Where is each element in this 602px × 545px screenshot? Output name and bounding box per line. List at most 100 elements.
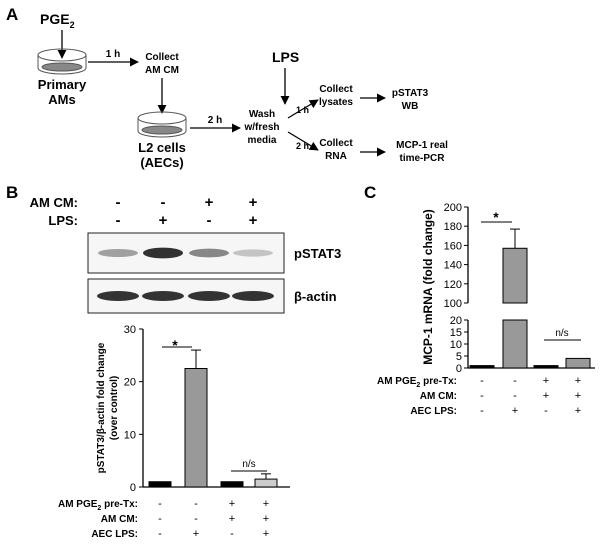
cond-c-row-label: AEC LPS: bbox=[410, 406, 457, 417]
wash-line3: media bbox=[248, 135, 277, 146]
cond-c-row-label: AM PGE2 pre-Tx: bbox=[377, 376, 457, 389]
condition-table-b: AM PGE2 pre-Tx:--++AM CM:--++AEC LPS:-+-… bbox=[58, 498, 269, 540]
cond-c-row-label: AM CM: bbox=[420, 391, 457, 402]
primary-label: Primary bbox=[38, 77, 87, 92]
cond-c-sign: + bbox=[575, 375, 581, 387]
bar-upper-c bbox=[502, 247, 528, 304]
bar-b bbox=[148, 481, 172, 488]
cond-b-row-label: AM PGE2 pre-Tx: bbox=[58, 499, 138, 512]
y-tick-label-lower-c: 20 bbox=[450, 315, 462, 327]
cond-b-sign: - bbox=[158, 513, 162, 525]
significance-star-c: * bbox=[493, 209, 499, 225]
time-1h-a: 1 h bbox=[106, 49, 120, 60]
blot-condition-signs: --++-+-+ bbox=[116, 194, 258, 229]
bar-b bbox=[220, 481, 244, 488]
pstat3-band bbox=[189, 248, 229, 258]
actin-band bbox=[188, 291, 230, 301]
cond-b-sign: + bbox=[263, 528, 269, 540]
cond-b-sign: - bbox=[194, 498, 198, 510]
pstat3-blot bbox=[87, 232, 285, 274]
collect-amcm-line1: Collect bbox=[145, 52, 179, 63]
cond-c-sign: + bbox=[575, 405, 581, 417]
pstat3-wb-line2: WB bbox=[402, 101, 419, 112]
y-tick-label-b: 30 bbox=[124, 324, 136, 336]
condition-table-c: AM PGE2 pre-Tx:--++AM CM:--++AEC LPS:-+-… bbox=[377, 375, 581, 417]
pge2-label: PGE2 bbox=[40, 11, 75, 30]
cond-c-sign: + bbox=[512, 405, 518, 417]
actin-band bbox=[232, 291, 274, 301]
bar-c bbox=[533, 365, 559, 369]
cond-c-sign: - bbox=[480, 390, 484, 402]
blot-amcm-sign: + bbox=[205, 194, 214, 211]
cond-b-sign: - bbox=[230, 528, 234, 540]
cond-b-sign: + bbox=[193, 528, 199, 540]
cond-b-sign: + bbox=[229, 498, 235, 510]
panel-c-letter: C bbox=[364, 183, 376, 202]
y-tick-label-upper-c: 120 bbox=[444, 279, 462, 291]
pstat3-bands bbox=[98, 247, 273, 259]
bar-b bbox=[254, 478, 278, 488]
y-tick-label-upper-c: 180 bbox=[444, 221, 462, 233]
cond-b-row-label: AM CM: bbox=[101, 514, 138, 525]
cond-b-row-label: AEC LPS: bbox=[91, 529, 138, 540]
cond-b-sign: - bbox=[194, 513, 198, 525]
cond-b-sign: + bbox=[229, 513, 235, 525]
collect-lysates-line2: lysates bbox=[319, 97, 353, 108]
y-tick-label-b: 20 bbox=[124, 377, 136, 389]
wash-line1: Wash bbox=[249, 109, 275, 120]
y-tick-label-lower-c: 5 bbox=[456, 351, 462, 363]
blot-amcm-sign: - bbox=[116, 194, 121, 211]
y-tick-label-upper-c: 160 bbox=[444, 240, 462, 252]
y-tick-label-lower-c: 0 bbox=[456, 363, 462, 375]
y-tick-label-upper-c: 100 bbox=[444, 298, 462, 310]
l2-cells-label: L2 cells bbox=[138, 140, 186, 155]
y-tick-label-lower-c: 10 bbox=[450, 339, 462, 351]
collect-amcm-line2: AM CM bbox=[145, 65, 179, 76]
blot-lps-sign: + bbox=[249, 212, 258, 229]
actin-band bbox=[97, 291, 139, 301]
actin-band bbox=[142, 291, 184, 301]
bar-c bbox=[469, 365, 495, 369]
y-tick-label-upper-c: 140 bbox=[444, 260, 462, 272]
blot-lps-sign: - bbox=[116, 212, 121, 229]
cond-b-sign: + bbox=[263, 513, 269, 525]
aecs-label: (AECs) bbox=[140, 155, 183, 170]
pstat3-band bbox=[233, 249, 273, 257]
cond-c-sign: - bbox=[513, 390, 517, 402]
panel-b-letter: B bbox=[6, 183, 18, 202]
y-tick-label-upper-c: 200 bbox=[444, 202, 462, 214]
lps-label: LPS bbox=[272, 49, 299, 65]
cond-b-sign: - bbox=[158, 528, 162, 540]
collect-rna-line1: Collect bbox=[319, 138, 353, 149]
cond-c-sign: - bbox=[544, 405, 548, 417]
ams-label: AMs bbox=[48, 92, 75, 107]
arrow-to-lysates bbox=[287, 99, 319, 119]
blot-lps-label: LPS: bbox=[48, 213, 78, 228]
petri-dish-ams bbox=[37, 48, 87, 75]
blot-lps-sign: - bbox=[207, 212, 212, 229]
cond-c-sign: + bbox=[543, 375, 549, 387]
actin-blot-label: β-actin bbox=[294, 289, 337, 304]
bar-b bbox=[184, 368, 208, 488]
pstat3-band bbox=[143, 247, 183, 259]
cond-b-sign: + bbox=[263, 498, 269, 510]
cond-c-sign: - bbox=[513, 375, 517, 387]
y-tick-label-lower-c: 15 bbox=[450, 327, 462, 339]
collect-rna-line2: RNA bbox=[325, 151, 347, 162]
panel-b: B AM CM: LPS: --++-+-+ pSTAT3 β-actin 01… bbox=[6, 183, 341, 540]
y-tick-label-b: 0 bbox=[130, 482, 136, 494]
significance-star-b: * bbox=[172, 337, 178, 353]
actin-bands bbox=[97, 291, 274, 301]
blot-amcm-label: AM CM: bbox=[30, 195, 78, 210]
blot-amcm-sign: - bbox=[161, 194, 166, 211]
bar-lower-c bbox=[502, 319, 528, 369]
petri-dish-l2 bbox=[137, 111, 187, 138]
mcp1-pcr-line2: time-PCR bbox=[399, 153, 445, 164]
cond-c-sign: - bbox=[480, 405, 484, 417]
y-axis-label-b: pSTAT3/β-actin fold change(over control) bbox=[96, 342, 120, 473]
time-2h-b: 2 h bbox=[296, 141, 309, 151]
